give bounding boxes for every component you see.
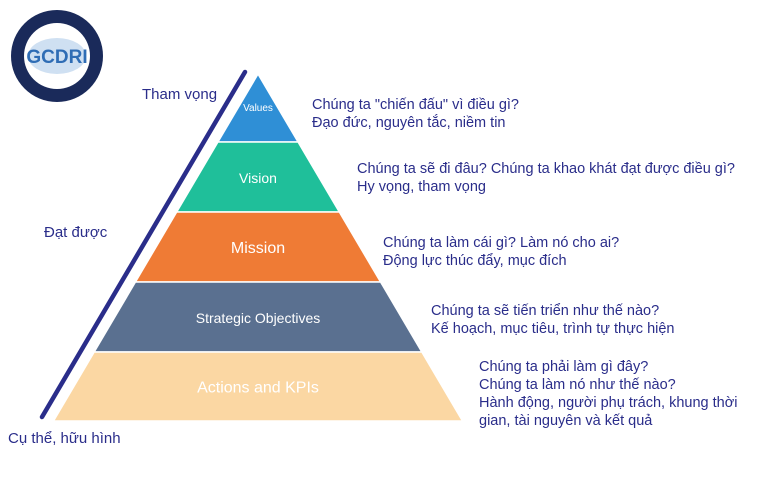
tier-4-description-line: Chúng ta làm nó như thế nào? xyxy=(479,377,676,393)
label-achieved: Đạt được xyxy=(44,224,108,241)
tier-2-description-line: Động lực thúc đẩy, mục đích xyxy=(383,253,567,269)
tier-3-description: Chúng ta sẽ tiến triển như thế nào? Kế ho… xyxy=(431,302,674,338)
tier-4-description-line: gian, tài nguyên và kết quả xyxy=(479,413,653,429)
label-tangible: Cụ thể, hữu hình xyxy=(8,430,121,447)
ambition-axis-line xyxy=(39,69,248,420)
tier-0-description-line: Đạo đức, nguyên tắc, niềm tin xyxy=(312,115,506,131)
logo-globe-mark xyxy=(28,38,86,74)
tier-4-description-line: Chúng ta phải làm gì đây? xyxy=(479,359,649,375)
tier-2-description-line: Chúng ta làm cái gì? Làm nó cho ai? xyxy=(383,235,620,251)
logo-text: GCDRI xyxy=(26,47,87,68)
tier-0-description: Chúng ta "chiến đấu" vì điều gì? Đạo đức,… xyxy=(312,96,519,132)
tier-3-description-line: Kế hoạch, mục tiêu, trình tự thực hiện xyxy=(431,321,675,337)
gcdri-logo: GCDRI xyxy=(11,10,103,102)
tier-2-label: Mission xyxy=(231,240,285,257)
tier-4-shape xyxy=(52,351,464,422)
tier-0-label: Values xyxy=(243,103,273,114)
tier-3-label: Strategic Objectives xyxy=(196,310,321,326)
tier-4-description-line: Hành động, người phụ trách, khung thời xyxy=(479,395,738,411)
tier-4-label: Actions and KPIs xyxy=(197,380,319,397)
tier-1-description: Chúng ta sẽ đi đâu? Chúng ta khao khát đ… xyxy=(357,160,735,196)
tier-1-description-line: Chúng ta sẽ đi đâu? Chúng ta khao khát đ… xyxy=(357,161,735,177)
tier-0-description-line: Chúng ta "chiến đấu" vì điều gì? xyxy=(312,97,519,113)
tier-1-label: Vision xyxy=(239,170,277,186)
tier-3-description-line: Chúng ta sẽ tiến triển như thế nào? xyxy=(431,303,660,319)
tier-1-description-line: Hy vọng, tham vọng xyxy=(357,179,486,195)
label-ambition: Tham vọng xyxy=(142,86,218,103)
tier-4-description: Chúng ta phải làm gì đây? Chúng ta làm nó… xyxy=(479,358,737,430)
tier-2-description: Chúng ta làm cái gì? Làm nó cho ai? Động … xyxy=(383,234,619,270)
